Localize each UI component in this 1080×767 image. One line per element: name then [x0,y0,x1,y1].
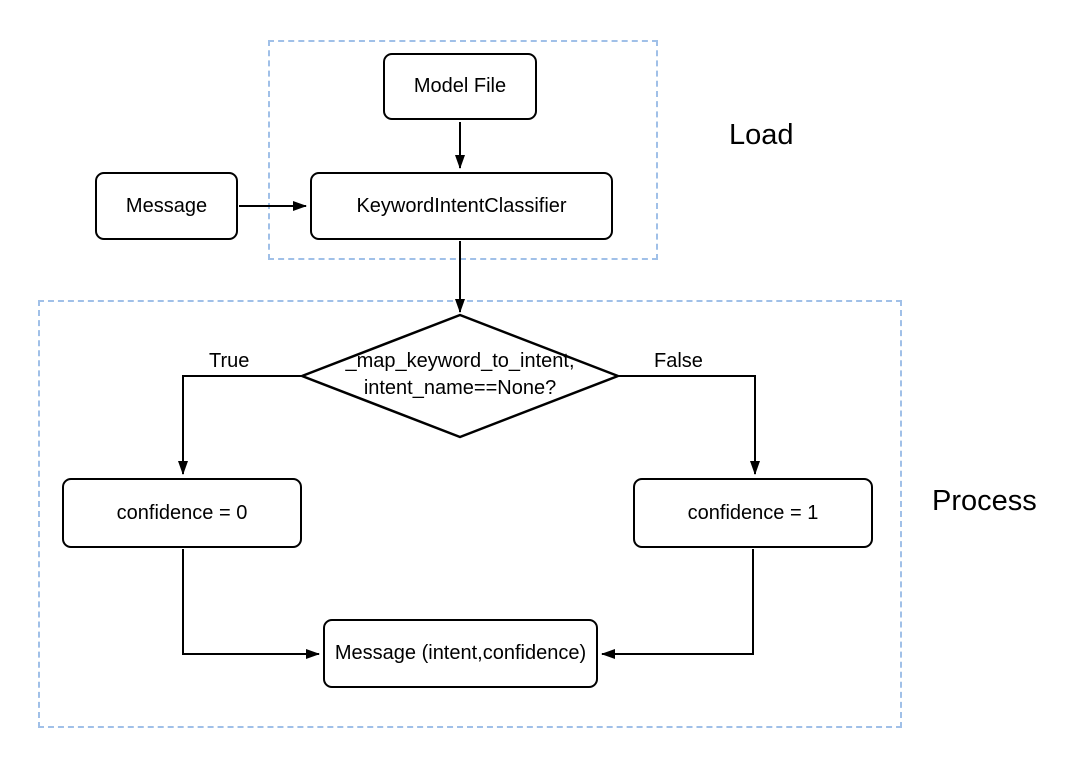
node-confidence-zero-label: confidence = 0 [116,501,248,524]
edge-decision-true-to-confidence0 [178,375,302,475]
edge-confidence1-to-messageout [601,549,754,659]
decision-label-line2: intent_name==None? [363,377,557,399]
true-branch-label: True [209,350,250,372]
process-region-label: Process [932,485,1037,517]
load-region-label: Load [729,119,794,151]
edge-confidence0-to-messageout [182,549,320,659]
node-model-file-label: Model File [413,75,507,97]
decision-label-line1: _map_keyword_to_intent, [345,350,575,372]
node-message-input: Message [95,172,238,240]
node-message-input-label: Message [125,194,208,217]
node-model-file: Model File [383,53,537,120]
decision-diamond-shape [300,313,620,439]
node-confidence-one-label: confidence = 1 [687,501,819,524]
node-keyword-intent-classifier-label: KeywordIntentClassifier [356,194,567,217]
node-message-output-label: Message (intent,confidence) [334,642,587,664]
process-region-outline [38,300,902,728]
edge-decision-false-to-confidence1 [618,375,760,475]
node-message-output: Message (intent,confidence) [323,619,598,688]
decision-diamond-label: _map_keyword_to_intent, intent_name==Non… [310,348,610,402]
node-keyword-intent-classifier: KeywordIntentClassifier [310,172,613,240]
false-branch-label: False [654,350,703,372]
load-region-outline [268,40,658,260]
node-confidence-zero: confidence = 0 [62,478,302,548]
node-confidence-one: confidence = 1 [633,478,873,548]
